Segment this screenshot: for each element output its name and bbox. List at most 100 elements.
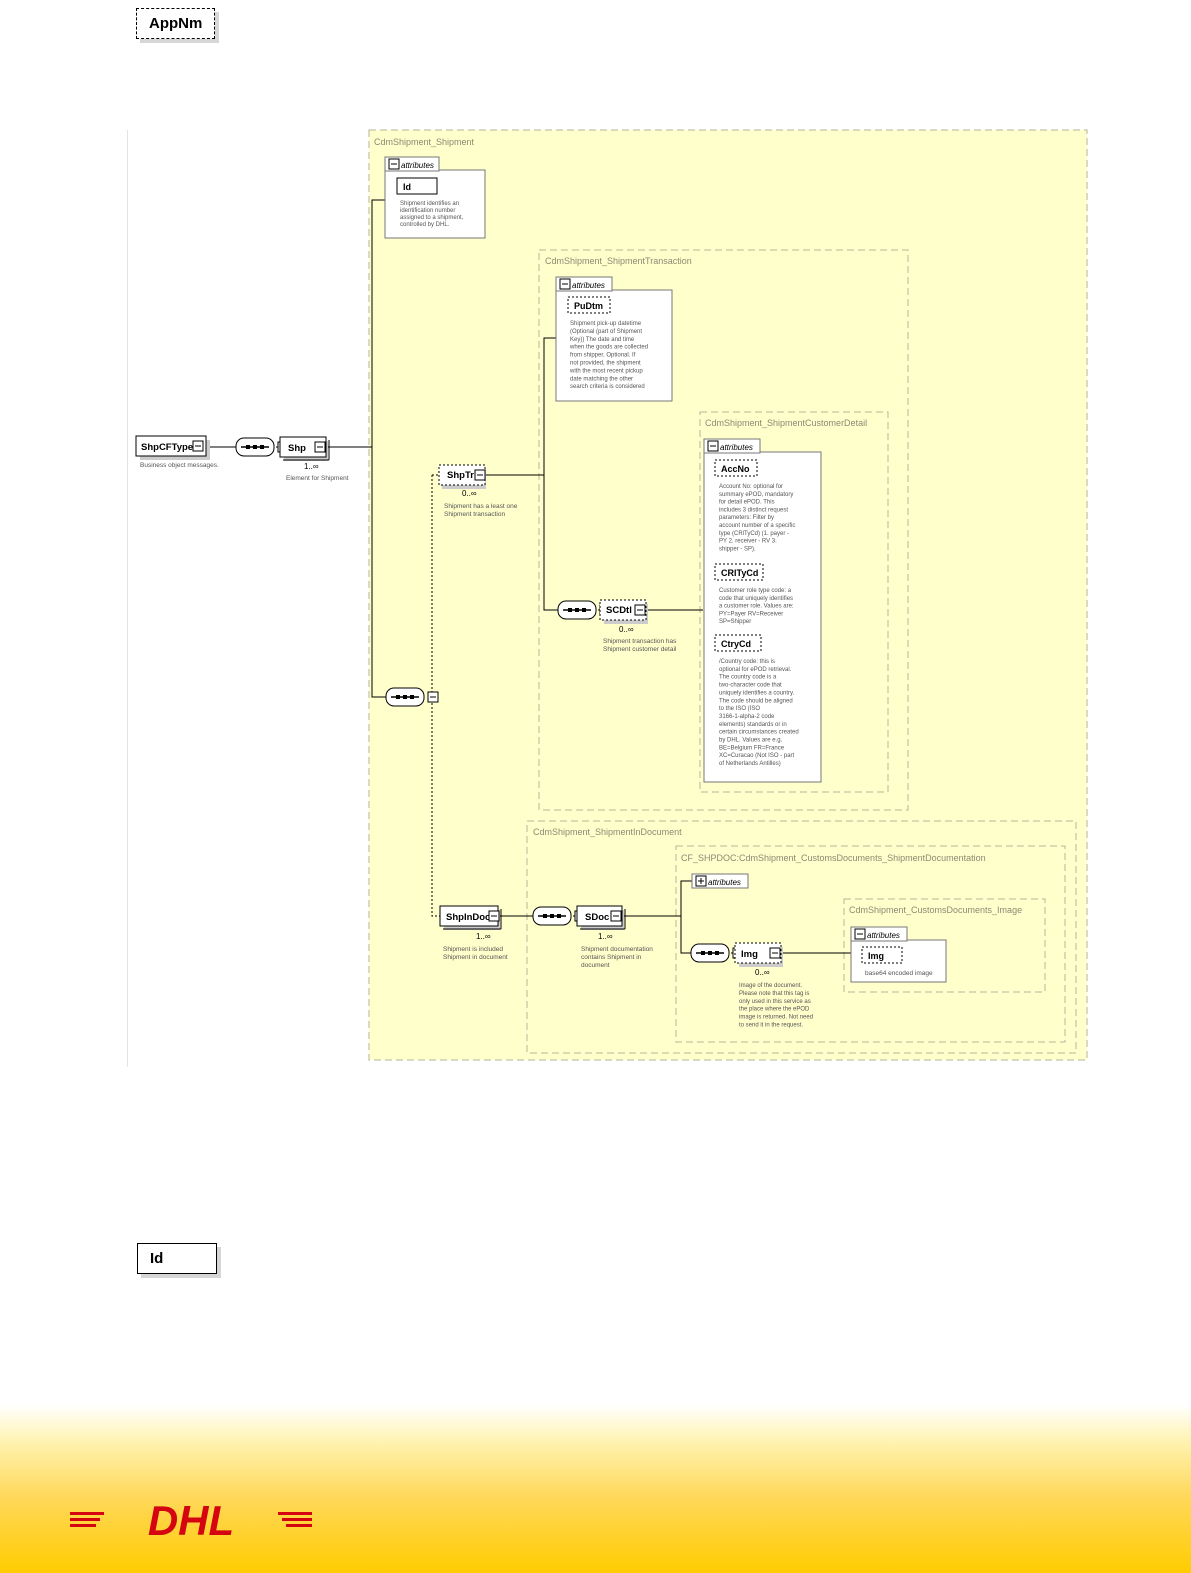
desc-line: Shipment transaction has [603, 638, 677, 645]
desc-line: The code should be aligned [719, 698, 793, 704]
scdtl-element[interactable]: SCDtl [599, 599, 648, 624]
desc-line: (Optional (part of Shipment [570, 329, 642, 335]
shpindoc-element-label: ShpInDoc [446, 912, 490, 923]
shp-element-label: Shp [288, 443, 306, 454]
desc-line: to send it in the request. [739, 1023, 803, 1029]
desc-line: summary ePOD, mandatory [719, 492, 793, 498]
desc-line: shipper - SP). [719, 546, 756, 552]
desc-line: image is returned. Not need [739, 1015, 813, 1021]
logo-text: DHL [148, 1497, 234, 1541]
desc-line: search criteria is considered [570, 384, 645, 390]
shp-cardinality: 1..∞ [304, 462, 319, 471]
desc-line: not provided, the shipment [570, 361, 641, 367]
root-element-desc: Business object messages. [140, 462, 219, 469]
desc-line: uniquely identifies a country. [719, 690, 795, 696]
sdoc-element-label: SDoc [585, 912, 609, 923]
desc-line: the place where the ePOD [739, 1007, 810, 1013]
crltycd-desc: Customer role type code: a code that uniq… [719, 588, 794, 625]
ctrycd-attribute[interactable]: CtryCd [714, 634, 762, 652]
shipment-group-title: CdmShipment_Shipment [374, 137, 475, 147]
img-element[interactable]: Img [734, 942, 783, 967]
desc-line: assigned to a shipment, [400, 215, 464, 221]
desc-line: code that uniquely identifies [719, 596, 793, 602]
transaction-group-title: CdmShipment_ShipmentTransaction [545, 256, 692, 266]
connectors [204, 199, 851, 954]
footer-band [0, 1405, 1191, 1573]
desc-line: date matching the other [570, 376, 633, 382]
desc-line: contains Shipment in [581, 954, 642, 961]
root-element[interactable]: ShpCFType [135, 435, 210, 460]
desc-line: Shipment has a least one [444, 503, 518, 510]
ctrycd-desc: /Country code: this is optional for ePOD … [719, 659, 799, 767]
shptr-element-label: ShpTr [447, 470, 474, 481]
desc-line: BE=Belgium FR=France [719, 745, 785, 751]
img-attribute-desc: base64 encoded image [865, 970, 933, 977]
desc-line: a customer role. Values are: [719, 604, 794, 610]
desc-line: XC=Curacao (Not ISO - part [719, 753, 795, 759]
desc-line: only used in this service as [739, 999, 811, 1005]
shptr-element[interactable]: ShpTr [438, 464, 486, 489]
id-element[interactable]: Id [137, 1243, 217, 1274]
desc-line: parameters: Filter by [719, 515, 774, 521]
pudtm-attribute-label: PuDtm [574, 301, 603, 311]
accno-attribute-label: AccNo [721, 464, 750, 474]
schema-diagram: CdmShipment_Shipment CdmShipment_Shipmen… [135, 129, 1088, 1061]
accno-desc: Account No: optional for summary ePOD, ma… [719, 484, 795, 552]
image-group-title: CdmShipment_CustomsDocuments_Image [849, 905, 1022, 915]
shp-element[interactable]: Shp [279, 436, 330, 461]
appnm-element[interactable]: AppNm [136, 8, 216, 39]
crltycd-attribute-label: CRlTyCd [721, 568, 758, 578]
crltycd-attribute[interactable]: CRlTyCd [714, 563, 764, 581]
desc-line: Shipment is included [443, 946, 503, 953]
img-cardinality: 0..∞ [755, 968, 770, 977]
ctrycd-attribute-label: CtryCd [721, 639, 751, 649]
attributes-label: attributes [708, 878, 741, 887]
desc-line: identification number [400, 208, 455, 214]
sdoc-element[interactable]: SDoc [576, 905, 626, 930]
attributes-label: attributes [401, 161, 434, 170]
desc-line: Shipment identifies an [400, 201, 459, 207]
desc-line: with the most recent pickup [569, 368, 643, 374]
desc-line: controlled by DHL. [400, 222, 450, 228]
img-attribute-label: Img [868, 951, 884, 961]
accno-attribute[interactable]: AccNo [714, 459, 758, 477]
desc-line: Shipment customer detail [603, 646, 677, 653]
logo-speed-lines-right [278, 1512, 312, 1527]
desc-line: Account No: optional for [719, 484, 783, 490]
desc-line: two-character code that [719, 683, 782, 689]
id-attribute-label: Id [403, 182, 411, 192]
scdtl-element-label: SCDtl [606, 605, 632, 616]
pudtm-attribute[interactable]: PuDtm [567, 296, 611, 314]
desc-line: 3166-1-alpha-2 code [719, 714, 775, 720]
attributes-label: attributes [572, 281, 605, 290]
desc-line: account number of a specific [719, 523, 795, 529]
desc-line: Shipment in document [443, 954, 508, 961]
customer-attributes[interactable]: attributes [703, 438, 822, 783]
desc-line: certain circumstances created [719, 730, 799, 736]
sdoc-cardinality: 1..∞ [598, 932, 613, 941]
desc-line: Shipment transaction [444, 511, 505, 518]
customer-group-title: CdmShipment_ShipmentCustomerDetail [705, 418, 867, 428]
desc-line: of Netherlands Antilles) [719, 761, 781, 767]
desc-line: The country code is a [719, 675, 777, 681]
desc-line: Image of the document. [739, 983, 802, 989]
id-attribute[interactable]: Id [396, 177, 438, 195]
img-attribute[interactable]: Img [861, 946, 903, 964]
pudtm-desc: Shipment pick-up datetime(Optional (part… [569, 321, 648, 390]
customs-attributes-collapsed[interactable]: attributes [691, 873, 749, 889]
shpindoc-element[interactable]: ShpInDoc [439, 905, 502, 930]
desc-line: optional for ePOD retrieval. [719, 667, 792, 673]
desc-line: Shipment documentation [581, 946, 653, 953]
desc-line: PY 2. receiver - RV 3. [719, 539, 777, 545]
desc-line: Key)) The date and time [570, 337, 635, 343]
desc-line: Customer role type code: a [719, 588, 792, 594]
desc-line: /Country code: this is [719, 659, 775, 665]
attributes-label: attributes [867, 931, 900, 940]
desc-line: Please note that this tag is [739, 991, 809, 997]
img-element-label: Img [741, 949, 758, 960]
desc-line: from shipper. Optional. If [570, 353, 636, 359]
